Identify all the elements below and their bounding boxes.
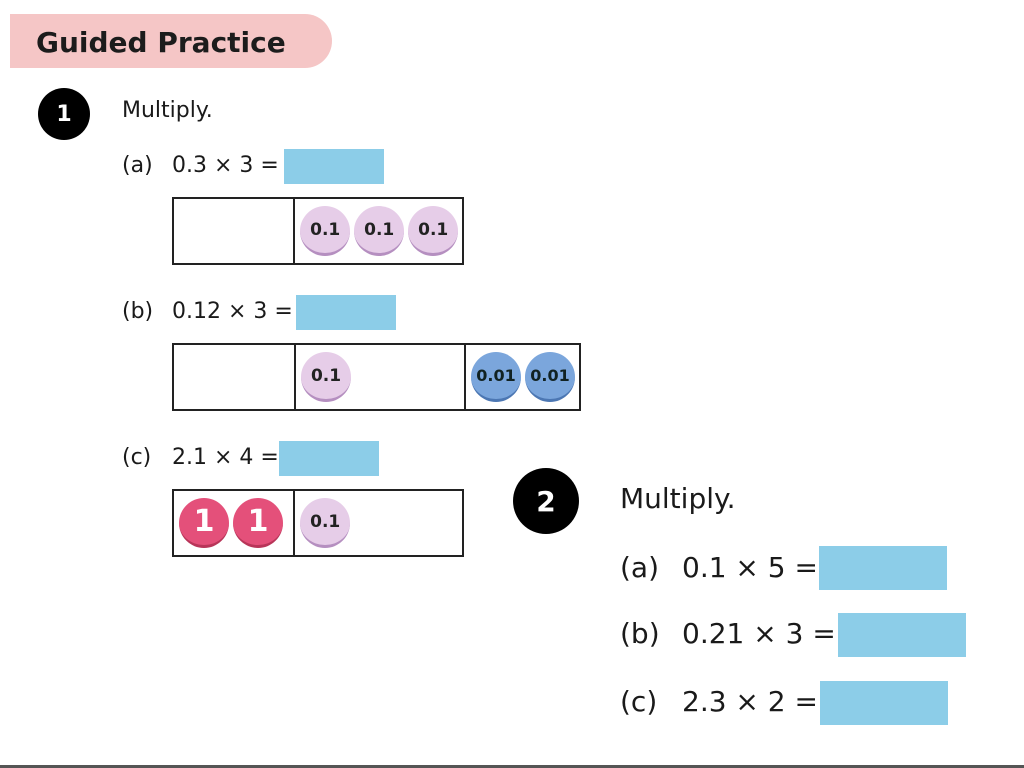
q1c-answer-box[interactable] [279,441,379,476]
question-2-number: 2 [513,468,579,534]
q1b-place-value-chart: 0.1 0.01 0.01 [172,343,581,411]
question-1-instruction: Multiply. [122,98,213,123]
q2b-answer-box[interactable] [838,613,966,657]
q1b-answer-box[interactable] [296,295,396,330]
bottom-border [0,765,1024,768]
q2b-expression: 0.21 × 3 = [682,617,836,650]
q1c-place-value-chart: 1 1 0.1 [172,489,464,557]
q2c-expression: 2.3 × 2 = [682,685,818,718]
tenth-disc: 0.1 [300,498,351,548]
one-disc: 1 [233,498,283,548]
ones-column [174,345,294,409]
q1c-label: (c) [122,445,152,470]
q1a-place-value-chart: 0.1 0.1 0.1 [172,197,464,265]
q1b-label: (b) [122,299,154,324]
ones-column: 1 1 [174,491,293,555]
question-1-number: 1 [38,88,90,140]
section-title: Guided Practice [36,26,286,59]
q2a-label: (a) [620,551,660,584]
q1a-expression: 0.3 × 3 = [172,153,279,178]
tenths-column: 0.1 [294,345,464,409]
tenths-column: 0.1 0.1 0.1 [293,199,462,263]
question-2-instruction: Multiply. [620,482,736,515]
q2c-answer-box[interactable] [820,681,948,725]
q1c-expression: 2.1 × 4 = [172,445,279,470]
hundredths-column: 0.01 0.01 [464,345,579,409]
q2c-label: (c) [620,685,658,718]
hundredth-disc: 0.01 [525,352,575,402]
q2a-answer-box[interactable] [819,546,947,590]
q2a-expression: 0.1 × 5 = [682,551,818,584]
q1a-answer-box[interactable] [284,149,384,184]
ones-column [174,199,293,263]
tenths-column: 0.1 [293,491,462,555]
tenth-disc: 0.1 [354,206,405,256]
tenth-disc: 0.1 [301,352,351,402]
section-header: Guided Practice [10,14,332,68]
q2b-label: (b) [620,617,660,650]
q1a-label: (a) [122,153,153,178]
tenth-disc: 0.1 [408,206,459,256]
one-disc: 1 [179,498,229,548]
hundredth-disc: 0.01 [471,352,521,402]
tenth-disc: 0.1 [300,206,351,256]
q1b-expression: 0.12 × 3 = [172,299,293,324]
